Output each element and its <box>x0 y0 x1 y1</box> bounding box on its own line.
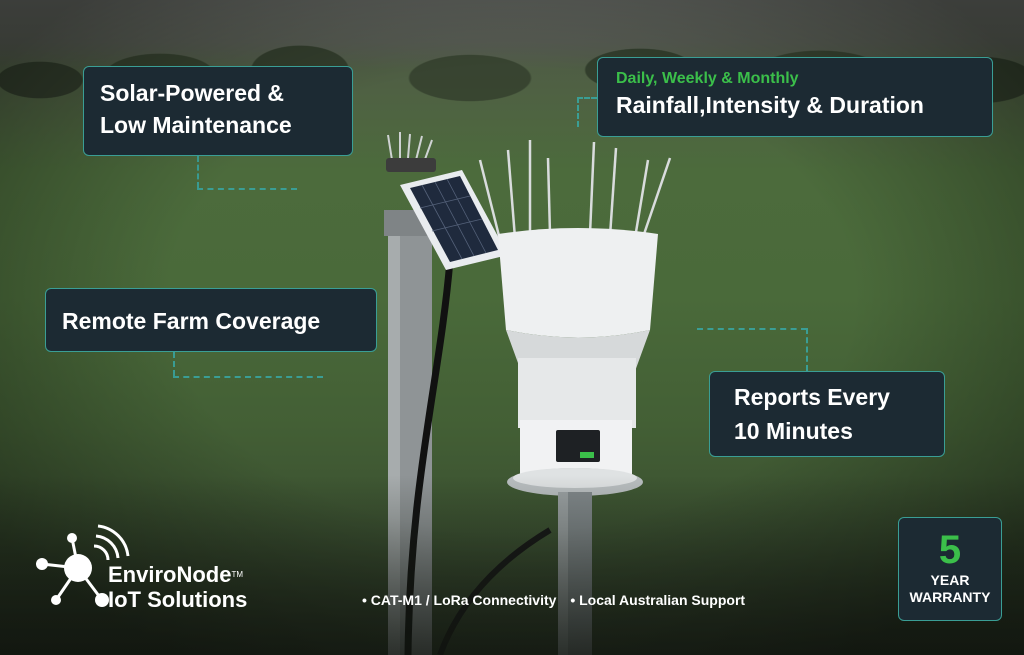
remote-callout-label: Remote Farm Coverage <box>62 308 321 334</box>
warranty-line1: YEAR <box>930 572 970 588</box>
rain-connector-vertical <box>577 97 579 127</box>
brand-trademark: TM <box>231 570 244 579</box>
solar-connector-vertical <box>197 156 199 188</box>
feature-support: • Local Australian Support <box>570 592 746 608</box>
remote-farm-callout: Remote Farm Coverage <box>45 288 377 352</box>
warranty-number: 5 <box>938 528 962 572</box>
rainfall-callout: Daily, Weekly & Monthly Rainfall,Intensi… <box>597 57 993 137</box>
bottom-fade <box>0 475 1024 655</box>
rain-connector-horizontal <box>577 97 597 99</box>
solar-callout-line1: Solar-Powered & <box>100 80 285 106</box>
reports-callout: Reports Every 10 Minutes <box>709 371 945 457</box>
reports-connector-horizontal <box>697 328 807 330</box>
reports-callout-line1: Reports Every <box>734 384 890 410</box>
solar-callout-line2: Low Maintenance <box>100 112 292 138</box>
rainfall-callout-title: Rainfall,Intensity & Duration <box>616 92 924 118</box>
feature-connectivity: • CAT-M1 / LoRa Connectivity <box>362 592 557 608</box>
solar-connector-horizontal <box>197 188 297 190</box>
warranty-line2: WARRANTY <box>909 589 991 605</box>
reports-connector-vertical <box>806 328 808 371</box>
rainfall-callout-subtitle: Daily, Weekly & Monthly <box>616 70 799 87</box>
remote-connector-vertical <box>173 352 175 376</box>
reports-callout-line2: 10 Minutes <box>734 418 853 444</box>
feature-list: • CAT-M1 / LoRa Connectivity • Local Aus… <box>362 592 755 608</box>
solar-powered-callout: Solar-Powered & Low Maintenance <box>83 66 353 156</box>
warranty-badge: 5 YEAR WARRANTY <box>898 517 1002 621</box>
network-node-wifi-icon <box>36 524 130 607</box>
brand-line2: IoT Solutions <box>108 587 248 612</box>
brand-name: EnviroNodeTM IoT Solutions <box>108 562 247 612</box>
rain-gauge-illustration <box>384 132 672 655</box>
remote-connector-horizontal <box>173 376 323 378</box>
brand-line1: EnviroNode <box>108 562 232 587</box>
